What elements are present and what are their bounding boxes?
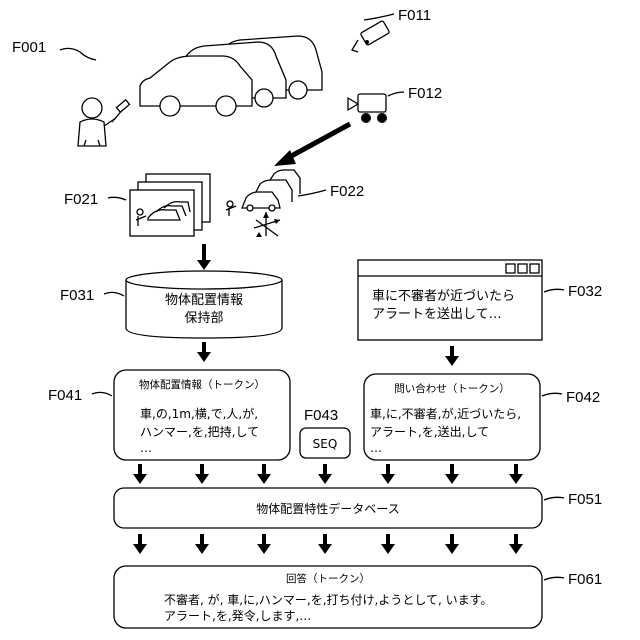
ref-f022: F022 bbox=[330, 183, 364, 200]
ref-f012: F012 bbox=[408, 85, 442, 102]
query-text-line2: アラートを送出して… bbox=[372, 307, 502, 322]
leader-f012 bbox=[388, 92, 404, 96]
parked-cars-illustration bbox=[140, 36, 322, 116]
leader-f032 bbox=[544, 289, 564, 292]
leader-f042 bbox=[542, 393, 562, 396]
leader-f031 bbox=[104, 292, 124, 296]
object-tokens-title: 物体配置情報（トークン） bbox=[139, 378, 265, 391]
ref-f042: F042 bbox=[566, 389, 600, 406]
object-arrangement-illustration bbox=[226, 170, 300, 237]
seq-token-label: SEQ bbox=[313, 437, 338, 451]
maximize-icon bbox=[518, 264, 527, 273]
sensor-flow-arrow bbox=[284, 124, 350, 160]
object-tokens-line3: … bbox=[140, 441, 152, 455]
mobile-robot-icon bbox=[348, 94, 387, 123]
query-tokens-title: 問い合わせ（トークン） bbox=[394, 382, 510, 395]
security-camera-icon bbox=[352, 20, 390, 52]
ref-f011: F011 bbox=[398, 7, 431, 24]
query-tokens-line1: 車,に,不審者,が,近づいたら, bbox=[370, 406, 521, 421]
leader-f021 bbox=[108, 197, 126, 200]
leader-f001 bbox=[60, 48, 96, 60]
ref-f061: F061 bbox=[568, 571, 602, 588]
leader-f061 bbox=[544, 577, 564, 580]
arrowhead-db-to-tokens bbox=[197, 352, 211, 362]
ref-f021: F021 bbox=[64, 191, 98, 208]
close-icon bbox=[530, 264, 539, 273]
leader-f051 bbox=[544, 497, 564, 500]
arrows-into-model bbox=[133, 464, 523, 484]
ref-f051: F051 bbox=[568, 491, 602, 508]
object-tokens-line2: ハンマー,を,把持,して bbox=[140, 424, 259, 439]
answer-line1: 不審者, が, 車,に,ハンマー,を,打ち付け,ようとして, います。 bbox=[164, 592, 492, 607]
leader-f041 bbox=[92, 392, 112, 396]
captured-images-stack bbox=[130, 174, 210, 236]
leader-f011 bbox=[364, 14, 394, 20]
ref-f001: F001 bbox=[12, 39, 46, 56]
arrowhead-query-to-tokens bbox=[445, 356, 459, 366]
answer-line2: アラート,を,発令,します,… bbox=[164, 608, 311, 623]
database-label-line2: 保持部 bbox=[184, 311, 223, 326]
ref-f032: F032 bbox=[568, 283, 602, 300]
ref-f031: F031 bbox=[60, 287, 94, 304]
arrowhead-to-database bbox=[197, 260, 211, 270]
sensor-flow-arrowhead bbox=[274, 150, 296, 166]
arrows-out-of-model bbox=[133, 534, 523, 554]
model-label: 物体配置特性データベース bbox=[256, 501, 399, 516]
query-tokens-line3: … bbox=[370, 441, 382, 455]
answer-title: 回答（トークン） bbox=[286, 572, 370, 585]
person-with-hammer-icon bbox=[78, 98, 130, 146]
ref-f043: F043 bbox=[304, 407, 338, 424]
database-label-line1: 物体配置情報 bbox=[165, 293, 243, 308]
query-tokens-line2: アラート,を,送出,して bbox=[370, 424, 489, 439]
ref-f041: F041 bbox=[48, 387, 82, 404]
query-text-line1: 車に不審者が近づいたら bbox=[372, 289, 515, 304]
object-tokens-line1: 車,の,1m,横,で,人,が, bbox=[140, 406, 258, 421]
minimize-icon bbox=[506, 264, 515, 273]
leader-f022 bbox=[298, 190, 326, 196]
